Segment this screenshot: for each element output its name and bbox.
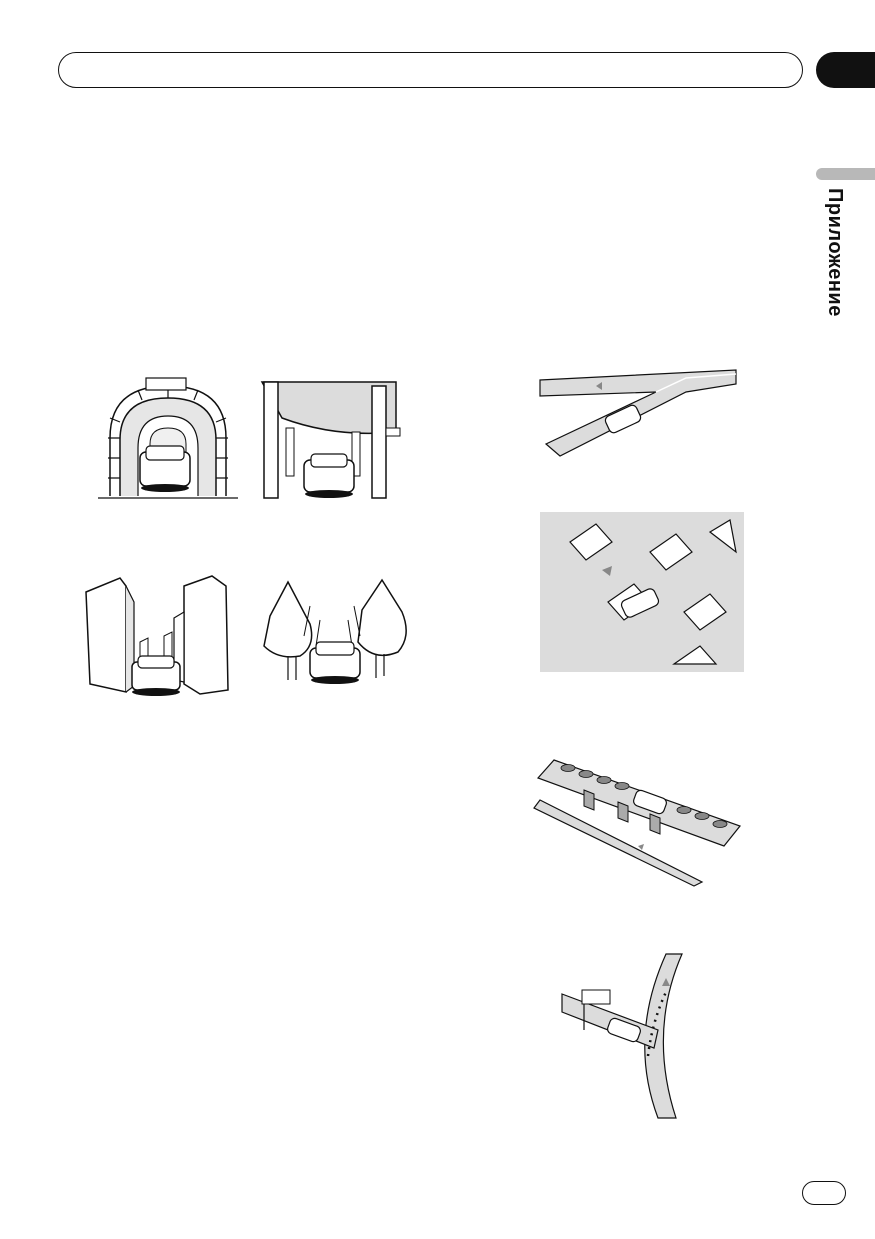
- city-grid-icon: [540, 512, 744, 672]
- highway-illustration: [533, 754, 744, 887]
- tall-buildings-car-icon: [85, 575, 229, 696]
- tunnel-car-icon: [98, 377, 238, 499]
- side-tab-label: Приложение: [824, 188, 846, 317]
- tunnel-illustration: [98, 377, 238, 504]
- overpass-illustration: [256, 378, 401, 502]
- page-number: [802, 1181, 846, 1205]
- side-tab-marker: [816, 168, 875, 180]
- header-bar: [58, 52, 803, 88]
- buildings-illustration: [80, 572, 230, 700]
- elevated-highway-icon: [533, 759, 741, 887]
- trees-car-icon: [263, 578, 407, 684]
- chapter-tab: [816, 52, 875, 88]
- fork-illustration: [536, 364, 742, 460]
- overpass-car-icon: [260, 381, 401, 499]
- exit-curve-icon: [561, 953, 683, 1119]
- trees-illustration: [258, 576, 410, 688]
- exit-illustration: [561, 952, 720, 1122]
- road-fork-icon: [539, 369, 737, 457]
- grid-illustration: [540, 512, 744, 672]
